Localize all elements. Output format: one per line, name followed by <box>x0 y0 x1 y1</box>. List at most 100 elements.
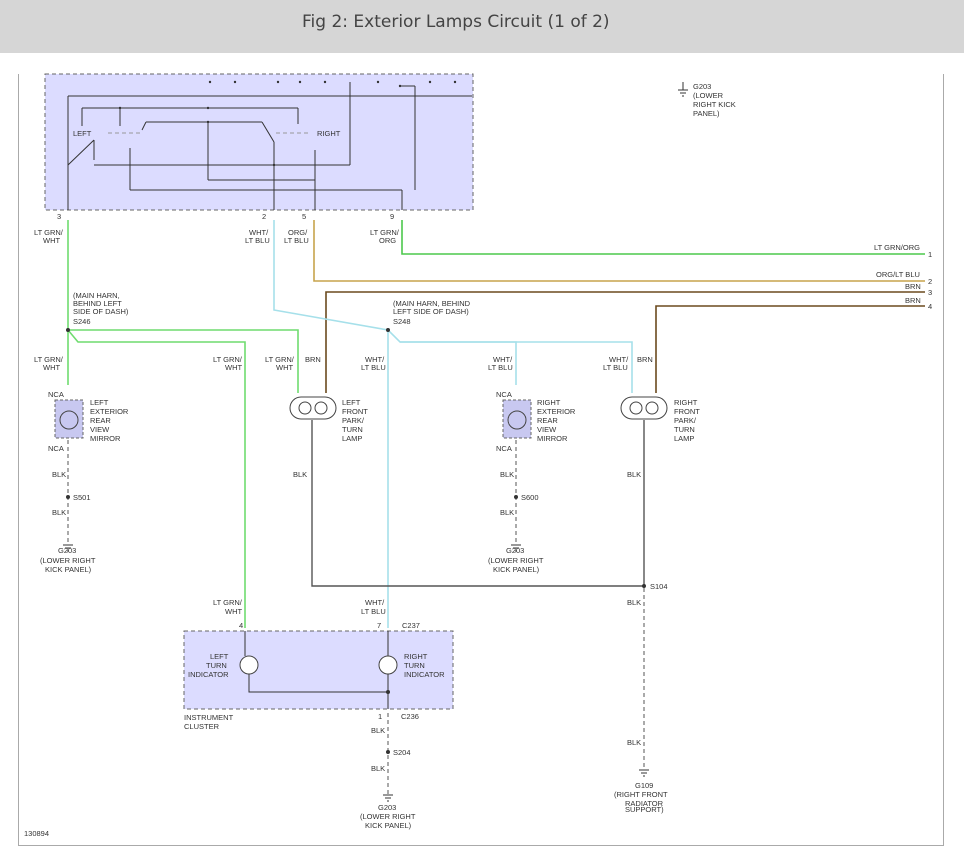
lbl-blk-j: BLK <box>371 764 385 773</box>
left-lamp-l4: TURN <box>342 425 363 434</box>
top-ground-loc-2: RIGHT KICK <box>693 100 736 109</box>
g109-l2: RADIATOR <box>625 799 664 808</box>
right-mirror-l3: REAR <box>537 416 558 425</box>
splice-s246 <box>66 328 70 332</box>
s104-id: S104 <box>650 582 668 591</box>
lbl-whtslash-a: WHT/ <box>365 355 385 364</box>
left-mirror-l5: MIRROR <box>90 434 121 443</box>
cluster-l2: CLUSTER <box>184 722 220 731</box>
ground-icon-left <box>63 544 73 552</box>
lbl-whtslash-d: WHT/ <box>365 598 385 607</box>
pin3-wire-label-1: LT GRN/ <box>34 228 64 237</box>
wire-brn-3 <box>325 291 925 393</box>
lbl-wht-d: WHT <box>225 607 242 616</box>
switch-internal-wiring <box>67 82 472 210</box>
wire-org-lt-blu <box>313 220 925 282</box>
left-mirror-bulb-icon <box>59 410 79 430</box>
splice-s248 <box>386 328 390 332</box>
lbl-blk-c: BLK <box>293 470 307 479</box>
cluster-ground-node <box>386 690 390 694</box>
cluster-internal-ground <box>248 674 389 693</box>
lbl-brn-b: BRN <box>637 355 653 364</box>
top-ground-id: G203 <box>693 82 711 91</box>
pin5-wire-label-2: LT BLU <box>284 236 309 245</box>
ground-icon-cluster <box>383 794 393 802</box>
right-mirror-l1: RIGHT <box>537 398 561 407</box>
splice-s204 <box>386 750 390 754</box>
lbl-wht-b: WHT <box>225 363 242 372</box>
right-lamp-bulb-2-icon <box>645 401 659 415</box>
lbl-wht-c: WHT <box>276 363 293 372</box>
right-ind-l2: TURN <box>404 661 425 670</box>
right-mirror-bulb-icon <box>507 410 527 430</box>
lbl-ltblu-d: LT BLU <box>361 607 386 616</box>
wire-wht-lt-blu <box>273 220 633 393</box>
conn-2-wire: ORG/LT BLU <box>876 270 920 279</box>
left-mirror-l3: REAR <box>90 416 111 425</box>
switch-right-label: RIGHT <box>317 129 341 138</box>
left-mirror-box <box>54 399 84 439</box>
lbl-ltgrn-d: LT GRN/ <box>213 598 243 607</box>
instrument-cluster-box <box>183 630 454 710</box>
top-ground-loc-1: (LOWER <box>693 91 724 100</box>
lbl-ltgrn-c: LT GRN/ <box>265 355 295 364</box>
lbl-blk-d: BLK <box>500 470 514 479</box>
wire-blk-left-lamp <box>311 420 645 587</box>
left-lamp-bulb-2-icon <box>314 401 328 415</box>
pin2-wire-label-2: LT BLU <box>245 236 270 245</box>
lbl-brn-a: BRN <box>305 355 321 364</box>
right-lamp-l5: LAMP <box>674 434 694 443</box>
right-ind-l3: INDICATOR <box>404 670 445 679</box>
lbl-blk-e: BLK <box>500 508 514 517</box>
s204-id: S204 <box>393 748 411 757</box>
title-bar: Fig 2: Exterior Lamps Circuit (1 of 2) <box>0 0 964 53</box>
c237-id: C237 <box>402 621 420 630</box>
left-lamp-l1: LEFT <box>342 398 361 407</box>
left-mirror-l4: VIEW <box>90 425 110 434</box>
conn-4-wire: BRN <box>905 296 921 305</box>
splice-s600 <box>514 495 518 499</box>
right-lamp-l2: FRONT <box>674 407 700 416</box>
pin3-wire-label-2: WHT <box>43 236 60 245</box>
lbl-ltgrn-b: LT GRN/ <box>213 355 243 364</box>
figure-number: 130894 <box>24 829 49 838</box>
g109-l1: (RIGHT FRONT <box>614 790 668 799</box>
top-ground-loc-3: PANEL) <box>693 109 720 118</box>
s600-id: S600 <box>521 493 539 502</box>
s248-id: S248 <box>393 317 411 326</box>
lbl-blk-h: BLK <box>627 738 641 747</box>
cluster-l1: INSTRUMENT <box>184 713 234 722</box>
pin9-wire-label-1: LT GRN/ <box>370 228 400 237</box>
cluster-pin-1: 1 <box>378 712 382 721</box>
left-lamp-l3: PARK/ <box>342 416 365 425</box>
wire-wht-lt-blu-mirror <box>400 341 517 385</box>
g203b-l1: (LOWER RIGHT <box>488 556 544 565</box>
lbl-blk-g: BLK <box>627 598 641 607</box>
wire-lt-grn-wht-lamp <box>68 329 299 393</box>
cluster-pin-4: 4 <box>239 621 243 630</box>
left-ind-l3: INDICATOR <box>188 670 229 679</box>
lbl-blk-f: BLK <box>627 470 641 479</box>
right-mirror-l4: VIEW <box>537 425 557 434</box>
lbl-nca-b: NCA <box>48 444 64 453</box>
switch-contacts <box>118 80 457 167</box>
s246-note-2: BEHIND LEFT <box>73 299 122 308</box>
lbl-ltblu-c: LT BLU <box>603 363 628 372</box>
c236-id: C236 <box>401 712 419 721</box>
s501-id: S501 <box>73 493 91 502</box>
conn-4: 4 <box>928 302 932 311</box>
s246-id: S246 <box>73 317 91 326</box>
g203c-l2: KICK PANEL) <box>365 821 412 830</box>
lbl-blk-a: BLK <box>52 470 66 479</box>
lbl-ltblu-a: LT BLU <box>361 363 386 372</box>
pin-9: 9 <box>390 212 394 221</box>
ground-symbol-top <box>678 82 688 97</box>
cluster-pin-7: 7 <box>377 621 381 630</box>
left-lamp-l5: LAMP <box>342 434 362 443</box>
lbl-blk-i: BLK <box>371 726 385 735</box>
s246-note-3: SIDE OF DASH) <box>73 307 129 316</box>
right-indicator-bulb-icon <box>378 655 398 675</box>
right-lamp-l3: PARK/ <box>674 416 697 425</box>
lbl-blk-b: BLK <box>52 508 66 517</box>
